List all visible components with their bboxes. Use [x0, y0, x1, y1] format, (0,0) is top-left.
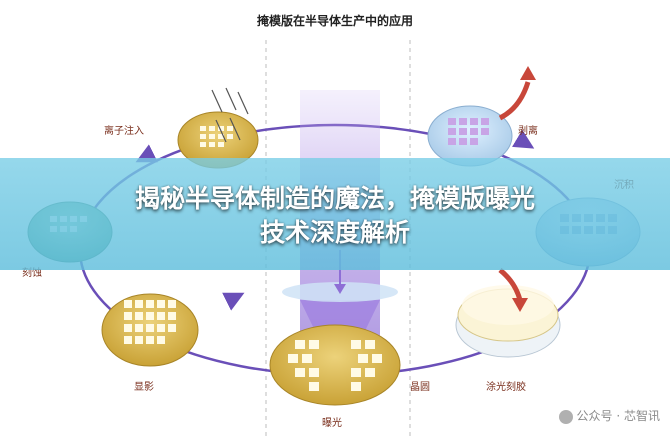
headline-line-1: 揭秘半导体制造的魔法，掩模版曝光 [134, 184, 535, 213]
label-exposure: 曝光 [322, 418, 342, 429]
label-strip: 剥离 [518, 126, 538, 137]
headline-banner [0, 158, 670, 270]
wafer-ion-implant [177, 87, 259, 169]
ring-arrow [222, 292, 245, 311]
watermark-text: 公众号 · 芯智讯 [576, 409, 660, 423]
strip-arrow [498, 81, 531, 121]
headline: 揭秘半导体制造的魔法，掩模版曝光 技术深度解析 [20, 182, 650, 250]
beam-arrow-head [334, 284, 346, 294]
wafer-develop [101, 293, 199, 367]
coating-arrow-head [512, 298, 528, 312]
wafer-exposure [269, 324, 401, 406]
label-develop: 显影 [134, 382, 154, 393]
label-wafer: 晶圆 [410, 382, 430, 393]
wafer-coating [455, 285, 561, 358]
label-coating: 涂光刻胶 [486, 382, 526, 393]
strip-arrow-head [520, 66, 536, 80]
label-etch: 刻蚀 [22, 268, 42, 279]
label-ion-implant: 离子注入 [104, 126, 144, 137]
headline-line-2: 技术深度解析 [259, 218, 410, 247]
coating-arrow [498, 268, 523, 301]
ring-arrow [511, 129, 535, 149]
watermark: 公众号 · 芯智讯 [558, 407, 660, 424]
wechat-logo-icon [558, 409, 573, 424]
wafer-strip [427, 105, 513, 167]
diagram-title: 掩模版在半导体生产中的应用 [256, 14, 413, 28]
